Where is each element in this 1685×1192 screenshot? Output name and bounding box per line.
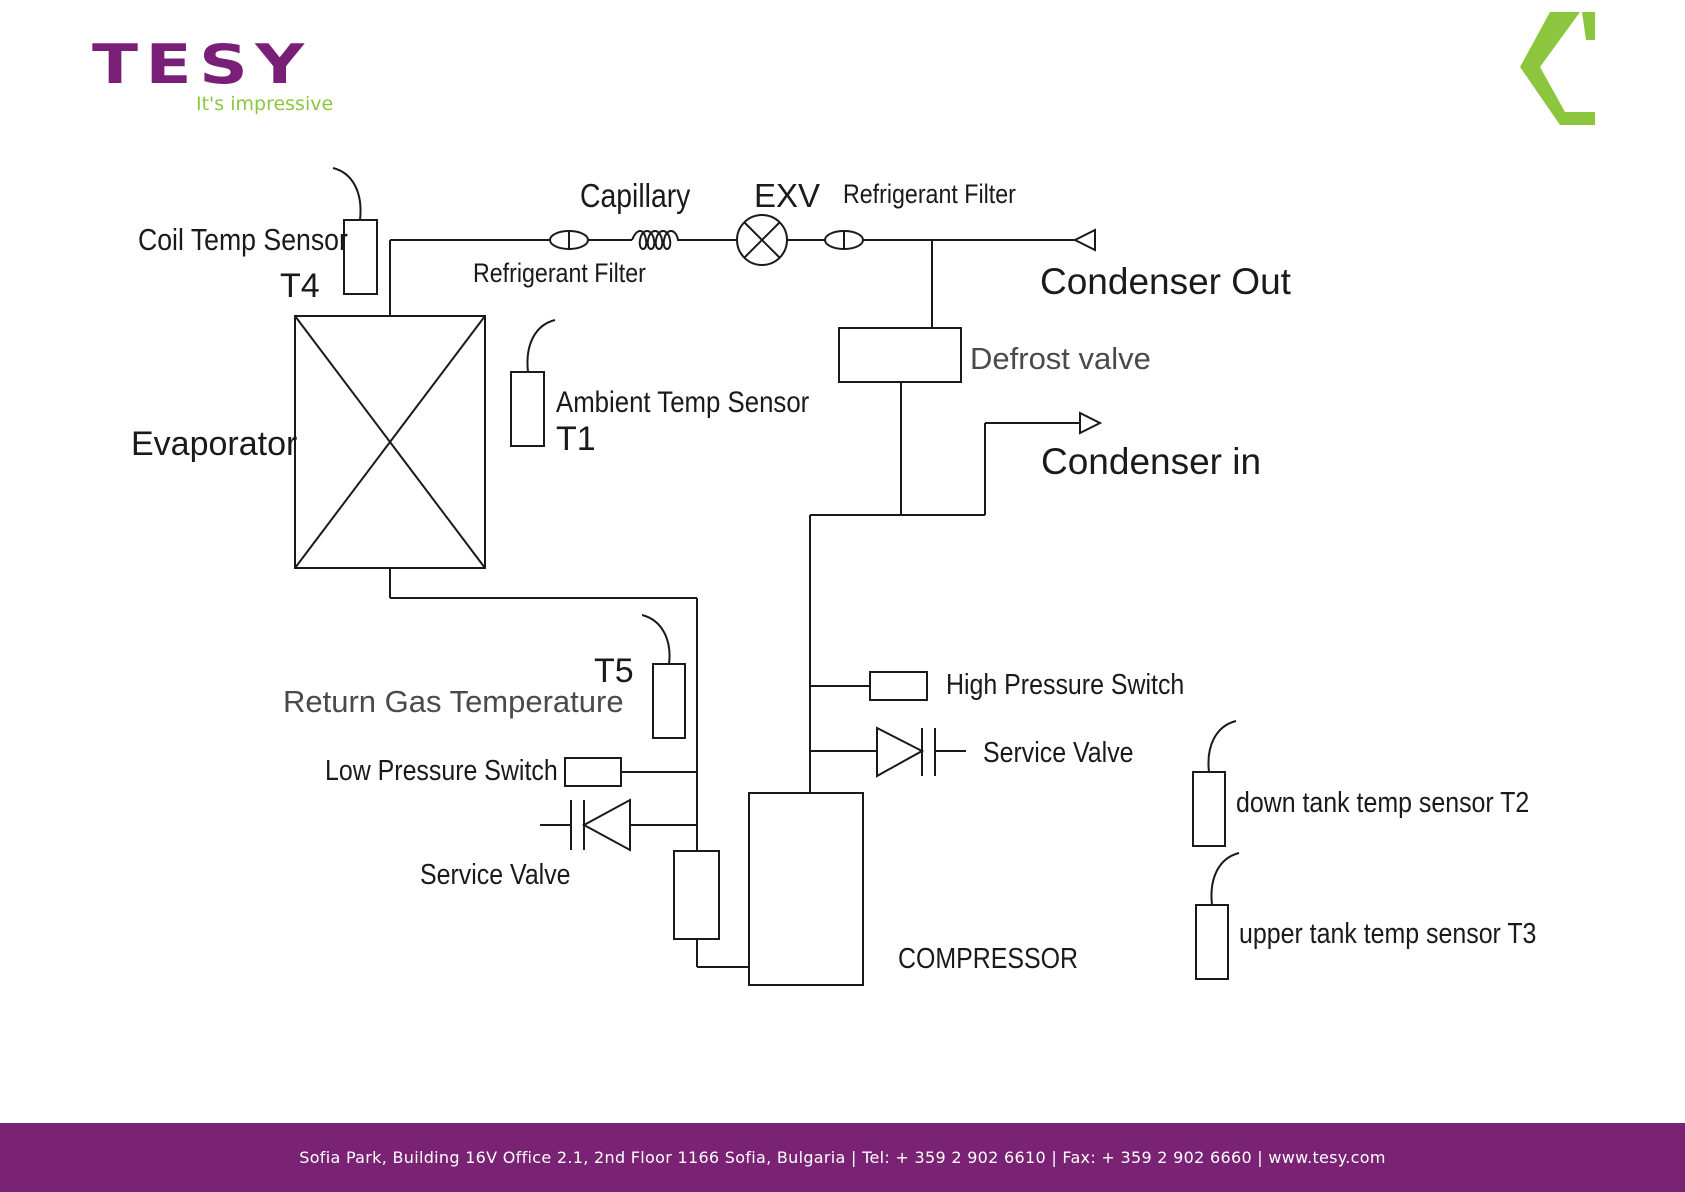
label-t5: T5 [594,652,634,690]
label-service-valve-left: Service Valve [420,858,571,890]
service-valve-left-symbol [581,798,631,852]
label-condenser-out: Condenser Out [1040,261,1292,302]
compressor-symbol [748,792,864,986]
t3-sensor-symbol [1195,904,1229,980]
t1-sensor-symbol [510,371,545,447]
capillary-symbol [631,230,700,250]
brand-mark-icon [1520,12,1595,125]
accumulator-symbol [673,850,720,940]
label-t4: T4 [280,267,320,305]
logo-wordmark: TESY [92,33,312,96]
label-high-pressure-switch: High Pressure Switch [946,668,1184,700]
label-coil-temp-sensor: Coil Temp Sensor [138,223,348,257]
exv-symbol [736,214,788,266]
t5-sensor-symbol [652,663,686,739]
condenser-out-arrow [1072,228,1096,252]
condenser-in-arrow [1079,411,1103,435]
label-upper-tank-sensor: upper tank temp sensor T3 [1239,917,1536,949]
label-refrigerant-filter-top: Refrigerant Filter [843,179,1016,209]
t2-sensor-symbol [1192,771,1226,847]
label-ambient-temp-sensor: Ambient Temp Sensor [556,385,809,418]
label-refrigerant-filter-bottom: Refrigerant Filter [473,258,646,288]
label-compressor: COMPRESSOR [898,942,1078,974]
defrost-valve-symbol [838,327,962,383]
label-down-tank-sensor: down tank temp sensor T2 [1236,786,1529,818]
label-defrost-valve: Defrost valve [970,341,1151,376]
high-pressure-switch-symbol [869,671,928,701]
label-low-pressure-switch: Low Pressure Switch [325,754,558,786]
label-return-gas-temperature: Return Gas Temperature [283,684,624,719]
low-pressure-switch-symbol [564,757,622,787]
label-condenser-in: Condenser in [1041,441,1261,482]
footer-contact-text: Sofia Park, Building 16V Office 2.1, 2nd… [299,1148,1386,1167]
label-evaporator: Evaporator [131,425,297,463]
label-capillary: Capillary [580,177,691,215]
service-valve-right-symbol [876,726,925,778]
logo-tagline: It's impressive [196,93,334,115]
label-t1: T1 [556,420,596,458]
tesy-logo: TESY It's impressive [92,33,334,118]
label-exv: EXV [754,177,820,214]
footer-bar: Sofia Park, Building 16V Office 2.1, 2nd… [0,1123,1685,1192]
label-service-valve-right: Service Valve [983,736,1134,768]
t4-sensor-symbol [343,219,378,295]
